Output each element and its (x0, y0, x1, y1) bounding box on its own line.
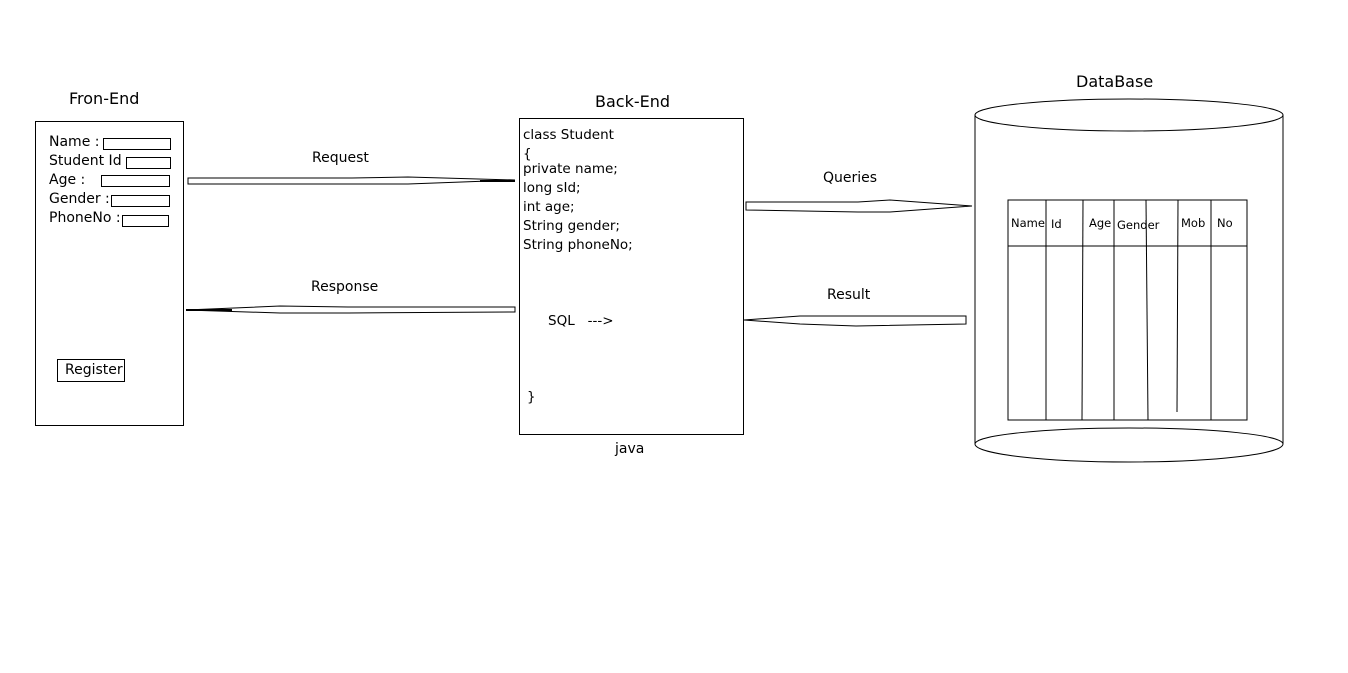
age-label: Age : (49, 172, 86, 188)
response-arrow (185, 305, 516, 314)
backend-code-line: private name; (523, 161, 618, 177)
backend-code-line: int age; (523, 199, 575, 215)
queries-arrow (745, 199, 973, 213)
column-header-mob: Mob (1181, 216, 1206, 230)
name-field[interactable] (103, 138, 171, 150)
result-label: Result (827, 287, 871, 303)
frontend-title: Fron-End (69, 89, 140, 108)
backend-code-line: class Student (523, 127, 614, 143)
backend-code-line: String phoneNo; (523, 237, 633, 253)
register-button[interactable]: Register (57, 359, 125, 382)
column-header-gender: Gender (1117, 218, 1160, 232)
backend-code-line: { (523, 146, 532, 162)
backend-code-panel (519, 118, 744, 435)
gender-field[interactable] (111, 195, 170, 207)
register-button-label: Register (65, 362, 123, 378)
student-table-grid (1007, 199, 1248, 421)
gender-label: Gender : (49, 191, 110, 207)
database-cylinder (974, 98, 1284, 463)
database-title: DataBase (1076, 72, 1154, 91)
age-field[interactable] (101, 175, 170, 187)
student-id-label: Student Id : (49, 153, 131, 169)
phone-no-label: PhoneNo : (49, 210, 121, 226)
phone-no-field[interactable] (122, 215, 169, 227)
column-header-name: Name (1011, 216, 1045, 230)
closing-brace: } (527, 389, 536, 405)
backend-code-line: long sId; (523, 180, 581, 196)
queries-label: Queries (823, 170, 878, 186)
name-label: Name : (49, 134, 100, 150)
request-arrow (187, 176, 516, 185)
backend-title: Back-End (595, 92, 671, 111)
request-label: Request (312, 150, 369, 166)
result-arrow (743, 315, 967, 327)
column-header-no: No (1217, 216, 1233, 230)
student-id-field[interactable] (126, 157, 171, 169)
java-label: java (615, 441, 645, 457)
column-header-age: Age (1089, 216, 1112, 230)
sql-label: SQL ---> (548, 313, 614, 329)
column-header-id: Id (1051, 217, 1062, 231)
backend-code-line: String gender; (523, 218, 620, 234)
response-label: Response (311, 279, 379, 295)
